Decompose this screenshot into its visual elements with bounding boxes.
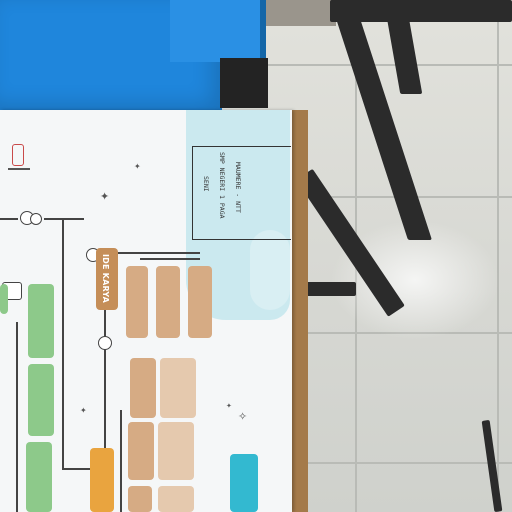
table-crossbar — [292, 282, 356, 296]
blue-chair-backrest — [170, 0, 266, 62]
teal-card — [230, 454, 258, 512]
green-card — [28, 364, 54, 436]
main-label-box — [96, 248, 118, 310]
sparkle-icon: ✧ — [238, 410, 248, 423]
connector-line — [140, 258, 200, 260]
idea-card — [128, 422, 154, 480]
board-wood-edge — [290, 110, 308, 512]
idea-card — [188, 266, 212, 338]
idea-card — [158, 422, 194, 480]
floor-dark-strip — [256, 0, 336, 26]
green-card — [0, 284, 8, 314]
green-card — [28, 284, 54, 358]
tile-grout-line — [300, 462, 512, 464]
connector-line — [44, 218, 84, 220]
connector-line — [62, 218, 64, 470]
node-circle — [98, 336, 112, 350]
table-rail — [330, 0, 512, 22]
sparkle-icon: ✦ — [100, 190, 110, 203]
idea-card — [160, 358, 196, 418]
orange-card — [90, 448, 114, 512]
blue-cloud-decoration — [250, 230, 290, 310]
handwriting-line: MAUMERE - NTT — [234, 162, 242, 213]
main-label-text: IDE KARYA — [101, 254, 110, 303]
chair-leg — [220, 58, 268, 108]
connector-line — [0, 218, 18, 220]
sparkle-icon: ✦ — [80, 406, 87, 415]
handwriting-line: SMP NEGERI 1 PAGA — [218, 152, 226, 219]
connector-line — [104, 288, 106, 448]
node-circle — [30, 213, 42, 225]
corner-sketch — [4, 136, 34, 188]
connector-line — [62, 468, 92, 470]
idea-card — [158, 486, 194, 512]
idea-card — [128, 486, 152, 512]
handwriting-line: SENI — [202, 176, 210, 192]
connector-line — [16, 322, 18, 512]
idea-card — [126, 266, 148, 338]
connector-line — [100, 252, 200, 254]
green-card — [26, 442, 52, 512]
idea-card — [130, 358, 156, 418]
connector-line — [120, 410, 122, 512]
sparkle-icon: ✦ — [134, 162, 141, 171]
title-box — [192, 146, 291, 240]
poster-board: SENI SMP NEGERI 1 PAGA MAUMERE - NTT IDE… — [0, 110, 292, 512]
sparkle-icon: ✦ — [226, 402, 232, 410]
idea-card — [156, 266, 180, 338]
